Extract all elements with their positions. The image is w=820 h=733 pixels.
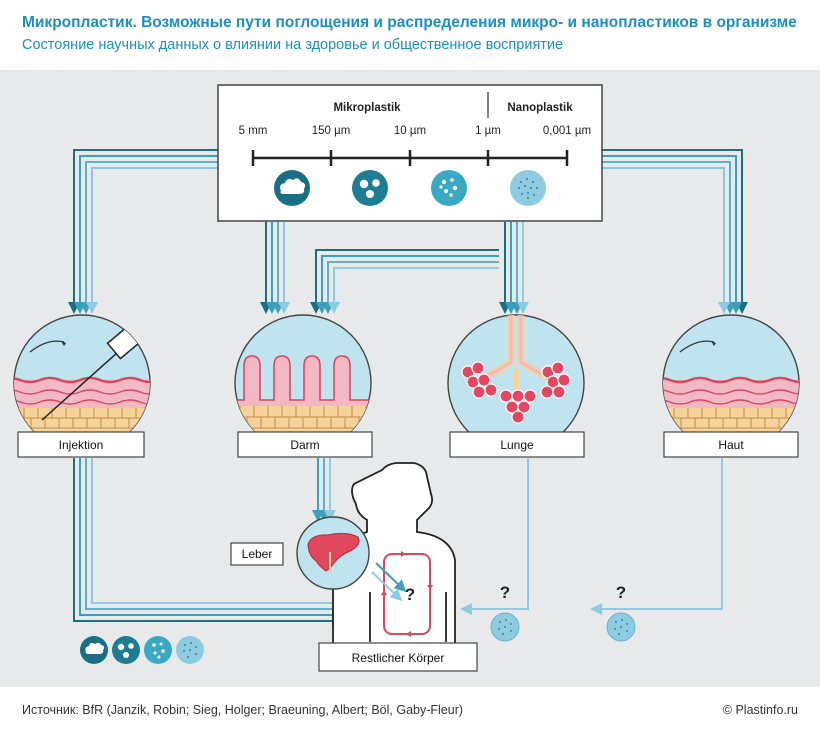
organ-lunge: Lunge <box>447 314 585 458</box>
body-question-icon: ? <box>405 585 415 604</box>
tick-0001um: 0,001 µm <box>543 125 591 137</box>
flow-to-lunge <box>310 222 529 314</box>
source-text: Источник: BfR (Janzik, Robin; Sieg, Holg… <box>22 703 464 717</box>
human-body: ? <box>332 462 456 647</box>
mikroplastik-label: Mikroplastik <box>333 102 401 114</box>
header: Микропластик. Возможные пути поглощения … <box>0 0 820 70</box>
flow-to-injektion <box>68 149 218 314</box>
flow-darm-to-leber <box>312 458 336 522</box>
tick-5mm: 5 mm <box>239 125 268 137</box>
haut-question-icon: ? <box>616 583 626 602</box>
size-scale-box: Mikroplastik Nanoplastik 5 mm 150 µm 10 … <box>217 84 603 222</box>
nanoplastik-label: Nanoplastik <box>507 102 573 114</box>
rest-body-box: Restlicher Körper <box>318 642 478 672</box>
leber-label: Leber <box>242 547 273 561</box>
leber-group: Leber <box>230 516 407 602</box>
haut-label: Haut <box>718 438 744 452</box>
legend-particle-150um-icon <box>112 636 140 664</box>
haut-question-group: ? <box>606 583 636 642</box>
footer <box>0 687 820 733</box>
organ-darm: Darm <box>234 314 373 458</box>
flow-injektion-to-body <box>73 458 344 627</box>
lunge-label: Lunge <box>500 438 534 452</box>
lunge-question-icon: ? <box>500 583 510 602</box>
tick-150um: 150 µm <box>312 125 351 137</box>
legend-particle-5mm-icon <box>80 636 108 664</box>
copyright-link[interactable]: © Plastinfo.ru <box>722 703 798 717</box>
flow-to-darm <box>260 222 290 314</box>
page-subtitle: Состояние научных данных о влиянии на зд… <box>22 37 564 53</box>
particle-150um-icon <box>352 170 388 206</box>
darm-label: Darm <box>290 438 319 452</box>
lunge-question-group: ? <box>490 583 520 642</box>
legend-particle-10um-icon <box>144 636 172 664</box>
particle-1um-icon <box>510 170 546 206</box>
particle-10um-icon <box>431 170 467 206</box>
organ-haut: Haut <box>662 314 800 458</box>
injektion-label: Injektion <box>59 438 104 452</box>
flow-haut-to-question <box>590 458 723 615</box>
flow-lunge-to-body <box>460 458 529 615</box>
flow-to-haut <box>602 149 748 314</box>
tick-1um: 1 µm <box>475 125 501 137</box>
page-title: Микропластик. Возможные пути поглощения … <box>22 14 797 31</box>
legend-particle-1um-icon <box>176 636 204 664</box>
particle-5mm-icon <box>274 170 310 206</box>
tick-10um: 10 µm <box>394 125 426 137</box>
organ-injektion: Injektion <box>13 314 151 458</box>
particle-legend <box>80 636 204 664</box>
rest-body-label: Restlicher Körper <box>352 651 445 665</box>
